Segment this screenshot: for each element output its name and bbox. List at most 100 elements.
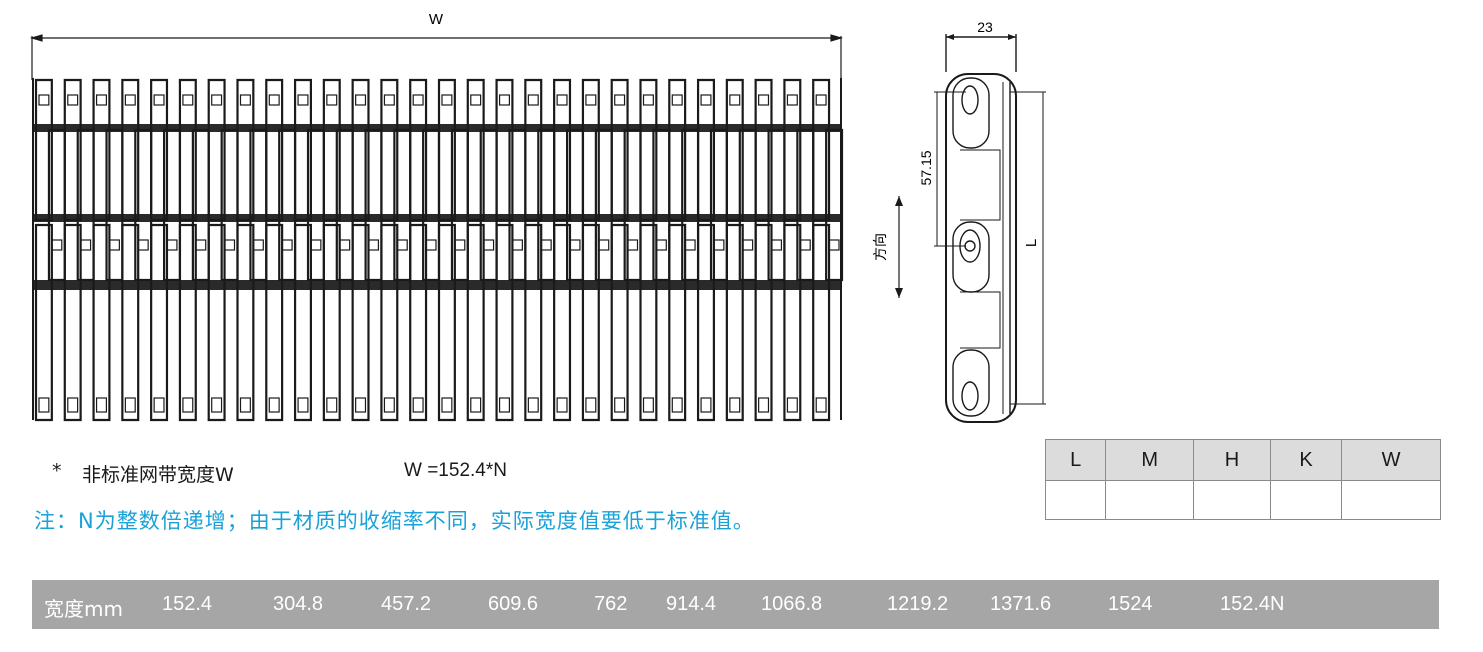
belt-link-top	[63, 78, 82, 222]
link-slot	[224, 239, 236, 251]
link-slot	[425, 239, 437, 251]
link-slot	[195, 239, 207, 251]
belt-link-top	[121, 78, 140, 222]
link-slot	[95, 397, 108, 413]
link-slot	[828, 239, 840, 251]
belt-rod	[34, 280, 840, 290]
link-slot	[498, 397, 511, 413]
link-slot	[498, 94, 511, 106]
belt-link-bottom	[581, 223, 600, 422]
link-slot	[355, 397, 367, 413]
link-slot	[383, 94, 395, 106]
link-slot	[585, 397, 597, 413]
width-value: 1371.6	[990, 593, 1052, 615]
link-slot	[713, 239, 725, 251]
width-bar-label: 宽度mm	[44, 597, 123, 621]
width-value: 1066.8	[761, 593, 823, 615]
link-slot	[51, 239, 63, 251]
link-slot	[396, 239, 408, 251]
link-slot	[786, 94, 798, 106]
belt-link-top	[409, 78, 428, 222]
belt-link-bottom	[754, 223, 773, 422]
link-slot	[540, 239, 552, 251]
belt-link-top	[553, 78, 572, 222]
spec-header-w: W	[1341, 439, 1441, 481]
spec-table-value-row	[1044, 480, 1441, 520]
link-slot	[137, 239, 149, 251]
spec-value-h	[1193, 480, 1271, 520]
belt-link-bottom	[610, 223, 629, 422]
spec-value-m	[1105, 480, 1195, 520]
belt-link-top	[524, 78, 543, 222]
belt-link-top	[581, 78, 600, 222]
asterisk-mark: *	[52, 460, 62, 482]
width-bar: 宽度mm 152.4 304.8 457.2 609.6 762 914.4 1…	[32, 580, 1439, 629]
link-slot	[153, 397, 165, 413]
spec-value-l	[1044, 480, 1107, 520]
belt-link-bottom	[380, 223, 399, 422]
link-slot	[770, 239, 783, 251]
belt-link-bottom	[236, 223, 255, 422]
link-slot	[153, 94, 165, 106]
belt-link-top	[380, 78, 399, 222]
link-slot	[671, 397, 683, 413]
belt-link-top	[92, 78, 111, 222]
belt-link-top	[351, 78, 370, 222]
link-slot	[569, 239, 581, 251]
belt-link-bottom	[437, 223, 456, 422]
width-dimension	[29, 34, 844, 80]
side-width-label: 23	[977, 19, 993, 35]
belt-link-top	[466, 78, 485, 222]
link-slot	[383, 397, 395, 413]
belt-rod	[34, 124, 840, 132]
link-slot	[454, 239, 466, 251]
width-value: 457.2	[381, 593, 432, 615]
link-slot	[166, 239, 178, 251]
belt-link-top	[639, 78, 658, 222]
belt-link-top	[437, 78, 456, 222]
width-value: 304.8	[273, 593, 324, 615]
spec-header-m: M	[1105, 439, 1195, 481]
link-slot	[297, 397, 309, 413]
belt-link-bottom	[524, 223, 543, 422]
belt-link-bottom	[466, 223, 485, 422]
link-slot	[239, 397, 251, 413]
width-value: 152.4N	[1220, 593, 1285, 615]
link-slot	[339, 239, 351, 251]
link-slot	[527, 94, 539, 106]
link-slot	[527, 397, 539, 413]
width-value: 152.4	[162, 593, 213, 615]
belt-link-top	[812, 78, 831, 222]
link-slot	[108, 239, 120, 251]
link-slot	[729, 94, 741, 106]
belt-link-bottom	[34, 223, 53, 422]
width-value: 609.6	[488, 593, 539, 615]
belt-drawing: W 23 57.15 L 方向	[29, 11, 1046, 423]
link-slot	[310, 239, 322, 251]
belt-link-bottom	[725, 223, 744, 422]
belt-link-bottom	[495, 223, 514, 422]
belt-link-top	[207, 78, 226, 222]
link-slot	[729, 397, 741, 413]
belt-link-top	[754, 78, 773, 222]
material-shrink-note: 注：N为整数倍递增；由于材质的收缩率不同，实际宽度值要低于标准值。	[34, 509, 755, 533]
link-slot	[585, 94, 597, 106]
link-slot	[556, 397, 568, 413]
link-slot	[786, 397, 798, 413]
belt-links	[32, 78, 844, 422]
width-label: W	[429, 11, 444, 28]
belt-link-bottom	[265, 223, 284, 422]
link-slot	[38, 397, 50, 413]
belt-link-bottom	[322, 223, 341, 422]
link-slot	[556, 94, 568, 106]
belt-link-bottom	[783, 223, 802, 422]
link-slot	[268, 397, 280, 413]
link-slot	[700, 397, 712, 413]
width-value: 1219.2	[887, 593, 949, 615]
length-label: L	[1023, 239, 1040, 247]
spec-value-k	[1269, 480, 1343, 520]
link-slot	[758, 397, 770, 413]
belt-link-bottom	[92, 223, 111, 422]
direction-label: 方向	[873, 233, 889, 261]
link-slot	[67, 94, 79, 106]
